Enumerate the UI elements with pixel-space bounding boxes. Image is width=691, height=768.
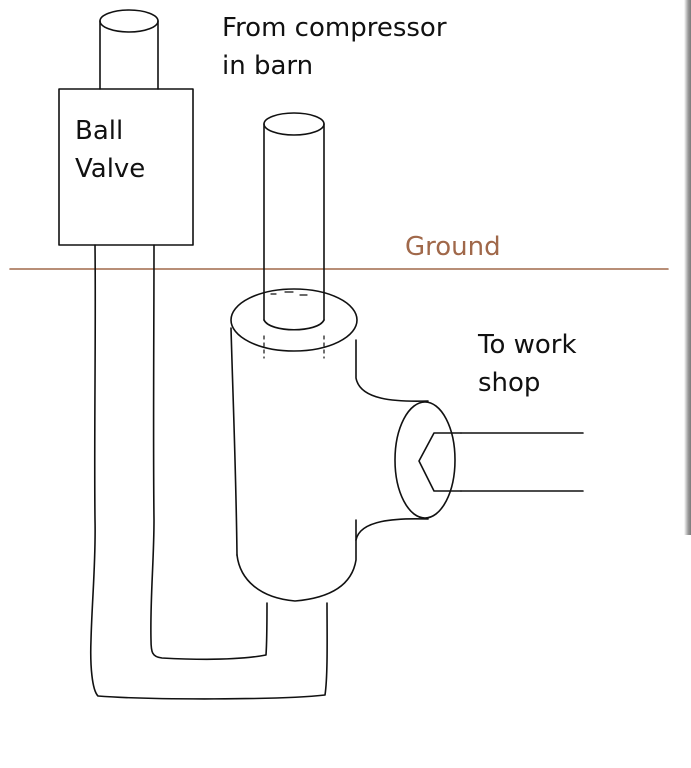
ball-valve-label: Ball Valve [75, 112, 145, 188]
riser-pipe [263, 112, 325, 359]
compressor-label-line-1: From compressor [222, 13, 447, 43]
window-edge-scrollbar [684, 0, 691, 535]
tee-fitting [230, 288, 456, 602]
ball-valve-label-line-2: Valve [75, 154, 146, 184]
workshop-label-line-2: shop [478, 368, 541, 398]
workshop-label-line-1: To work [478, 330, 577, 360]
workshop-outlet-pipe [418, 432, 584, 492]
u-bend-pipe [89, 244, 328, 700]
ball-valve-label-line-1: Ball [75, 116, 124, 146]
compressor-inlet-pipe [99, 9, 159, 90]
ball-valve-box [58, 88, 194, 246]
workshop-label: To work shop [478, 326, 577, 402]
compressor-label-line-2: in barn [222, 51, 314, 81]
compressor-label: From compressor in barn [222, 9, 447, 85]
ground-label: Ground [405, 232, 501, 262]
